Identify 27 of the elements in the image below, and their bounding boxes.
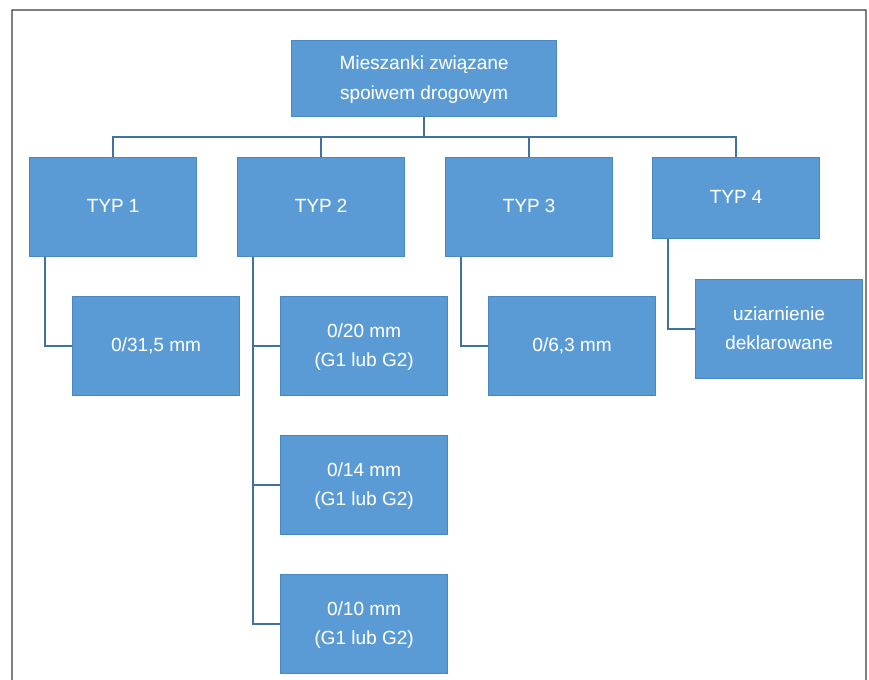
category-box — [488, 296, 656, 396]
box-label: Mieszanki związane spoiwem drogowym — [338, 52, 510, 106]
category-box — [445, 157, 613, 257]
category-box — [280, 574, 448, 674]
category-box — [72, 296, 240, 396]
category-box — [695, 279, 863, 379]
box-label: 0/10 mm (G1 lub G2) — [313, 598, 415, 651]
connector-line — [460, 257, 488, 347]
connector-line — [667, 239, 695, 330]
box-label: TYP 3 — [502, 195, 556, 220]
box-label: TYP 4 — [708, 186, 764, 210]
category-box — [29, 157, 197, 257]
category-box — [237, 157, 405, 257]
box-label: 0/6,3 mm — [531, 334, 613, 358]
box-label: uziarnienie deklarowane — [724, 302, 834, 356]
category-box — [291, 40, 557, 117]
category-box — [280, 435, 448, 535]
connector-line — [252, 257, 280, 625]
category-box — [280, 296, 448, 396]
box-label: 0/31,5 mm — [110, 334, 202, 358]
connector-line — [44, 257, 72, 347]
connector-line — [423, 117, 737, 157]
category-box — [652, 157, 820, 239]
box-label: TYP 2 — [294, 195, 348, 220]
box-label: 0/20 mm (G1 lub G2) — [313, 320, 415, 373]
box-label: TYP 1 — [86, 195, 140, 220]
box-label: 0/14 mm (G1 lub G2) — [313, 458, 415, 512]
